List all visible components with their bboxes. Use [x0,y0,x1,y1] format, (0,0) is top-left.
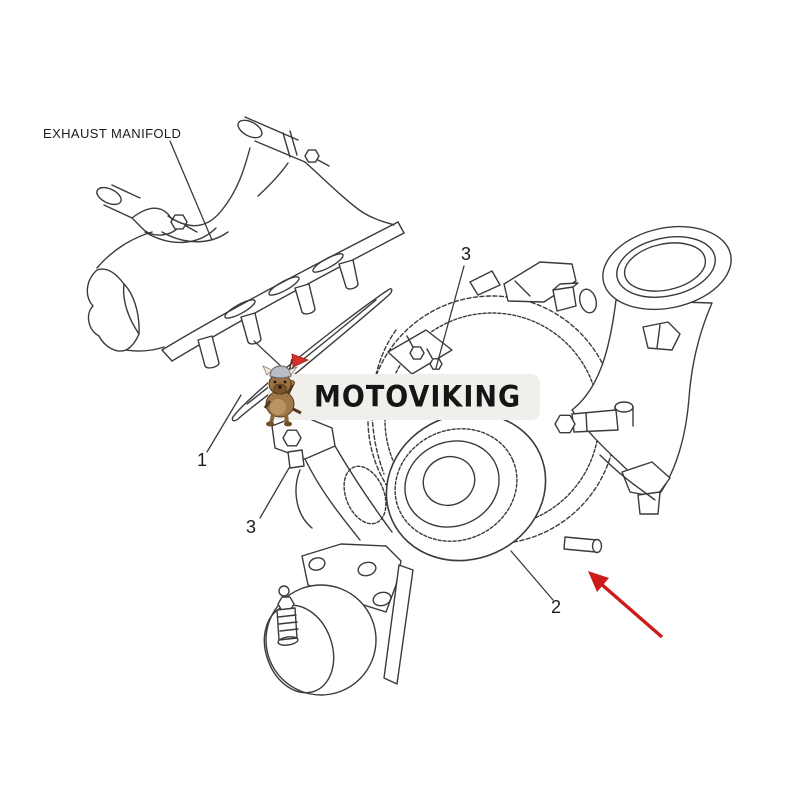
watermark-band: MOTOVIKING [268,374,540,420]
turbocharger-drawing [263,225,732,696]
viking-dog-mascot [262,353,310,427]
watermark-brand-text: MOTOVIKING [314,380,522,415]
exhaust-manifold-label: EXHAUST MANIFOLD [43,126,182,141]
gasket-drawing [231,288,393,422]
callout-1: 1 [197,450,208,470]
callout-3-top: 3 [461,244,472,264]
callout-3-bottom: 3 [246,517,257,537]
callout-2: 2 [551,597,562,617]
leader-lines [169,140,554,601]
red-pointer-arrow [588,571,664,639]
exhaust-manifold-drawing [86,116,405,369]
